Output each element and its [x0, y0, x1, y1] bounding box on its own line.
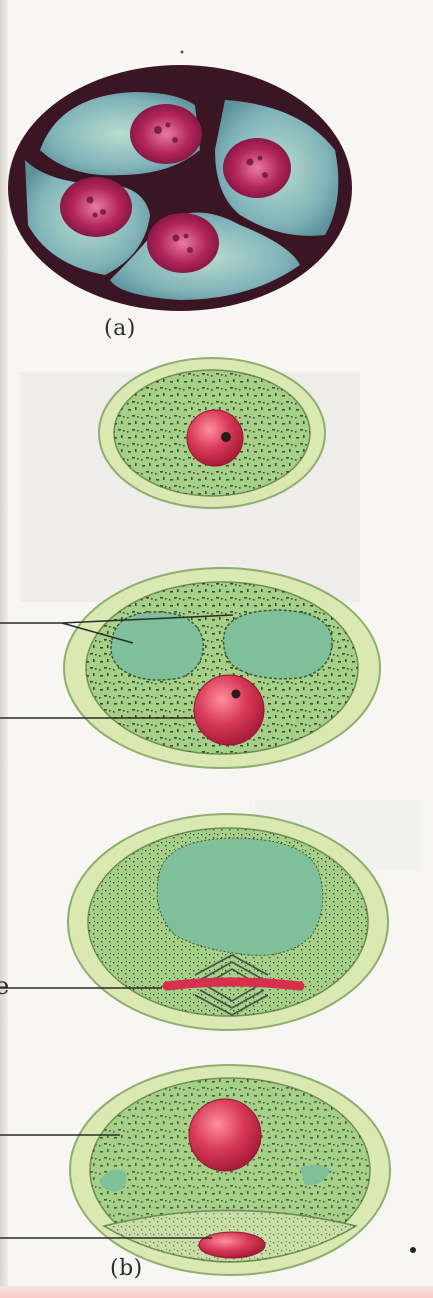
nucleolus	[232, 690, 241, 699]
vacuole	[224, 610, 333, 679]
speck	[410, 1247, 416, 1253]
nucleus	[187, 410, 243, 466]
pollen-stage-4	[70, 1065, 390, 1275]
page-bottom-strip	[0, 1286, 433, 1298]
tetrad-nucleus	[223, 138, 291, 198]
tetrad-nucleus	[60, 177, 132, 237]
figure-label-b: (b)	[110, 1256, 143, 1281]
pollen-stage-2	[64, 568, 380, 768]
chromosome-plate	[167, 982, 300, 986]
vegetative-nucleus	[189, 1099, 261, 1171]
pollen-stage-3	[68, 814, 388, 1030]
figure-label-a: (a)	[104, 316, 136, 341]
pollen-stage-1	[99, 358, 325, 508]
nucleus	[194, 675, 264, 745]
tetrad-nucleus	[147, 213, 219, 273]
vacuole	[111, 612, 203, 680]
speck	[181, 51, 184, 54]
cropped-label-fragment: e	[0, 972, 9, 1000]
tetrad-micrograph	[8, 65, 352, 311]
vacuole	[157, 838, 323, 955]
generative-nucleus	[199, 1232, 265, 1258]
nucleolus	[221, 432, 231, 442]
tetrad-nucleus	[130, 104, 202, 164]
